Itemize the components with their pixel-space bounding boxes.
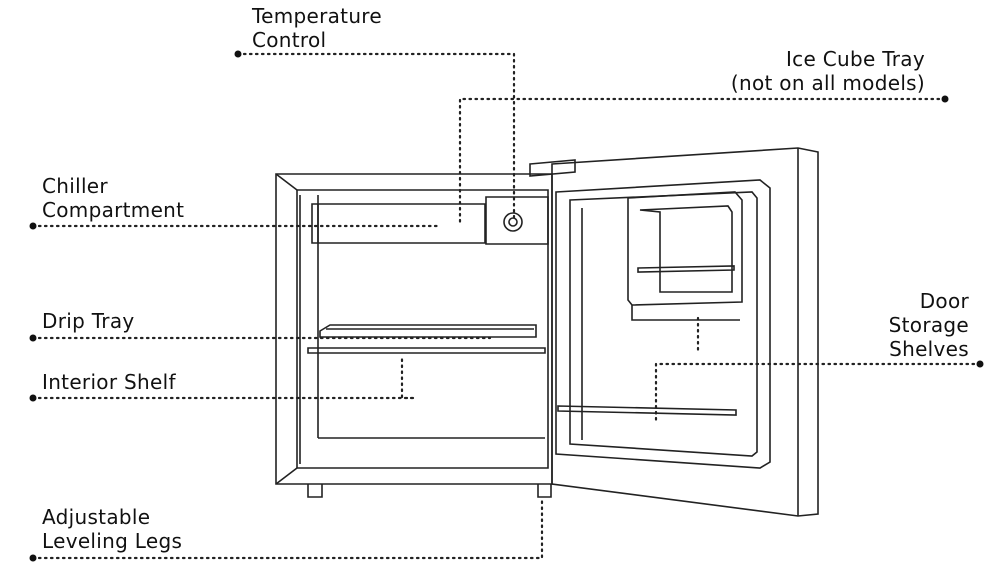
label-adjustable-leveling-legs: Adjustable Leveling Legs — [42, 505, 182, 553]
label-line: Control — [252, 28, 327, 52]
temperature-control-box — [485, 196, 549, 245]
label-interior-shelf: Interior Shelf — [42, 370, 176, 394]
label-drip-tray: Drip Tray — [42, 309, 135, 333]
dot-temperature-control — [234, 50, 242, 58]
leg-left — [307, 484, 323, 498]
label-line: Door — [919, 289, 969, 313]
leg-right — [537, 484, 552, 498]
cabinet-interior — [296, 189, 549, 469]
door-liner — [555, 179, 771, 469]
label-door-storage-shelves: Door Storage Shelves — [889, 289, 969, 361]
label-line: Drip Tray — [42, 309, 135, 333]
label-ice-cube-tray: Ice Cube Tray (not on all models) — [731, 47, 925, 95]
label-temperature-control: Temperature Control — [252, 4, 382, 52]
label-line: Temperature — [252, 4, 382, 28]
leader-interior-shelf — [31, 353, 415, 400]
door-outer — [551, 147, 819, 517]
dot-drip-tray — [29, 334, 37, 342]
dot-interior-shelf — [29, 394, 37, 402]
leader-temperature-control — [236, 52, 516, 220]
label-chiller-compartment: Chiller Compartment — [42, 174, 184, 222]
label-line: Ice Cube Tray — [785, 47, 925, 71]
interior-shelf — [307, 347, 546, 354]
dot-door-storage-shelves — [976, 360, 984, 368]
ice-tray-compartment — [627, 191, 743, 306]
dot-ice-cube-tray — [941, 95, 949, 103]
dot-adjustable-legs — [29, 554, 37, 562]
lower-door-shelf — [557, 405, 737, 416]
label-line: Compartment — [42, 198, 185, 222]
label-line: Chiller — [42, 174, 108, 198]
chiller-compartment — [311, 203, 486, 244]
label-line: Leveling Legs — [42, 529, 183, 553]
leader-adjustable-legs — [31, 498, 544, 560]
leader-door-storage-shelves — [654, 362, 982, 422]
upper-door-shelf — [637, 265, 735, 273]
label-line: Shelves — [889, 337, 969, 361]
label-line: (not on all models) — [730, 71, 925, 95]
label-line: Storage — [888, 313, 969, 337]
temperature-knob — [503, 212, 523, 232]
label-line: Interior Shelf — [42, 370, 176, 394]
leader-ice-cube-tray — [458, 97, 947, 225]
dot-chiller-compartment — [29, 222, 37, 230]
label-line: Adjustable — [42, 505, 151, 529]
drip-tray — [319, 324, 537, 338]
